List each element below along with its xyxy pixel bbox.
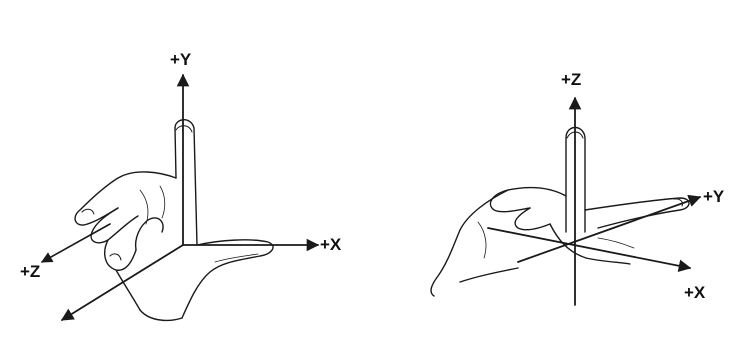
right-hand-back	[430, 189, 509, 297]
left-curled-finger-3	[134, 217, 164, 251]
left-z-axis	[60, 244, 184, 321]
right-label-z: +Z	[561, 70, 582, 89]
left-label-z: +Z	[20, 262, 41, 281]
right-pointing-finger	[584, 197, 690, 229]
right-label-x: +X	[684, 283, 706, 302]
left-curled-finger-2	[104, 239, 137, 271]
left-hand-panel: +Y +X +Z	[0, 0, 368, 361]
left-palm	[181, 239, 274, 319]
right-x-axis	[487, 227, 692, 272]
right-curled-fingers	[489, 186, 567, 213]
right-y-axis	[517, 194, 702, 263]
left-z-axis-upper	[41, 223, 111, 263]
left-hand-drawing	[41, 73, 320, 322]
left-raised-finger	[174, 119, 198, 246]
right-hand-drawing	[430, 96, 702, 306]
left-label-x: +X	[320, 235, 342, 254]
left-label-y: +Y	[170, 50, 192, 69]
left-hand-back	[74, 171, 177, 226]
left-curled-finger-1	[90, 207, 139, 244]
right-hand-panel: +Z +Y +X	[368, 0, 737, 361]
right-raised-finger	[565, 126, 586, 233]
right-label-y: +Y	[703, 187, 725, 206]
right-palm-lower	[549, 223, 631, 265]
